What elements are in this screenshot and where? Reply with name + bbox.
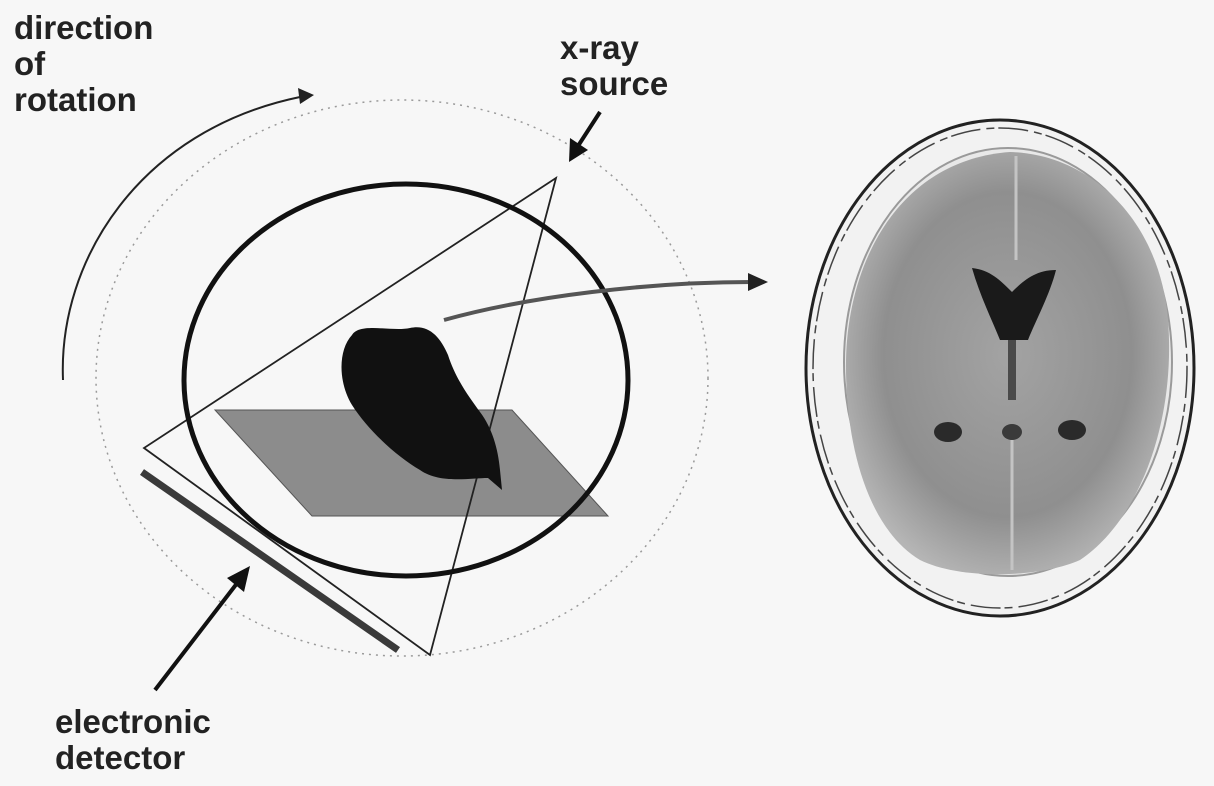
label-line: rotation	[14, 82, 153, 118]
right-occipital-horn	[1058, 420, 1086, 440]
label-line: source	[560, 66, 668, 102]
label-xray-source: x-ray source	[560, 30, 668, 102]
label-electronic-detector: electronic detector	[55, 704, 211, 776]
label-direction-of-rotation: direction of rotation	[14, 10, 153, 118]
label-line: electronic	[55, 704, 211, 740]
label-line: of	[14, 46, 153, 82]
label-line: detector	[55, 740, 211, 776]
pineal-region	[1002, 424, 1022, 440]
brain-tissue	[846, 152, 1169, 574]
label-line: direction	[14, 10, 153, 46]
left-occipital-horn	[934, 422, 962, 442]
third-ventricle	[1008, 340, 1016, 400]
label-line: x-ray	[560, 30, 668, 66]
ct-brain-slice	[806, 120, 1194, 616]
